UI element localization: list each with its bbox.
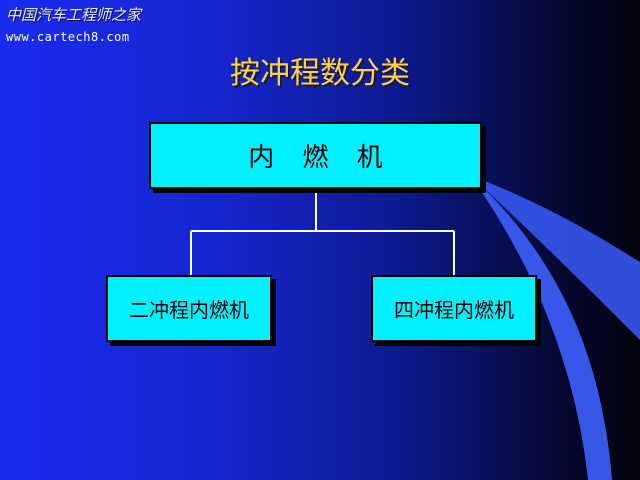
watermark-name: 中国汽车工程师之家 xyxy=(6,6,142,24)
swoosh-shape-right xyxy=(470,175,640,340)
child-node-label: 二冲程内燃机 xyxy=(129,298,249,322)
slide-title: 按冲程数分类 xyxy=(230,56,410,91)
watermark: 中国汽车工程师之家 www.cartech8.com xyxy=(6,4,166,50)
child-node-two-stroke: 二冲程内燃机 xyxy=(106,275,272,342)
watermark-url: www.cartech8.com xyxy=(6,30,130,44)
swoosh-shape xyxy=(470,175,612,480)
root-node-label: 内 燃 机 xyxy=(248,143,393,173)
child-node-label: 四冲程内燃机 xyxy=(394,298,514,322)
root-node: 内 燃 机 xyxy=(149,122,482,189)
child-node-four-stroke: 四冲程内燃机 xyxy=(371,275,537,342)
